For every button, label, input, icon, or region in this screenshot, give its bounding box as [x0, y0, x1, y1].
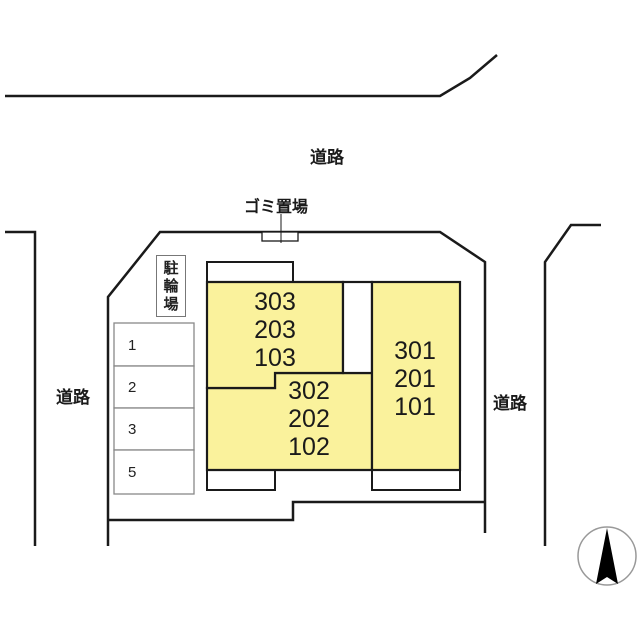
bicycle-parking-label: 駐 輪 場 [156, 255, 186, 317]
north-arrow-icon [577, 526, 637, 586]
road-edge-right [543, 223, 601, 546]
parking-space-number: 2 [128, 379, 137, 396]
site-boundary-bottom [108, 500, 485, 522]
building-c [370, 280, 462, 472]
building-a-units: 303 203 103 [245, 288, 305, 372]
balconies [206, 261, 461, 491]
unit-number: 103 [254, 344, 296, 372]
void-space [341, 280, 374, 375]
bicycle-parking-char: 輪 [163, 277, 179, 295]
bicycle-parking-char: 駐 [163, 259, 179, 277]
road-label-right: 道路 [493, 394, 527, 414]
unit-number: 102 [288, 433, 330, 461]
garbage-area [261, 231, 299, 242]
parking-space-number: 5 [128, 464, 137, 481]
unit-number: 202 [288, 405, 330, 433]
parking-space-number: 1 [128, 337, 137, 354]
unit-number: 302 [288, 377, 330, 405]
unit-number: 101 [394, 393, 436, 421]
bicycle-parking-char: 場 [163, 295, 179, 313]
road-edge-top [5, 54, 498, 98]
road-label-left: 道路 [56, 388, 90, 408]
unit-number: 203 [254, 316, 296, 344]
road-edge-left [5, 230, 37, 546]
unit-number: 301 [394, 337, 436, 365]
parking-space-number: 3 [128, 421, 137, 438]
unit-number: 201 [394, 365, 436, 393]
building-c-units: 301 201 101 [385, 337, 445, 421]
site-boundary [106, 230, 487, 546]
road-label-top: 道路 [310, 148, 344, 168]
parking-area [113, 322, 195, 495]
building-b-units: 302 202 102 [279, 377, 339, 461]
unit-number: 303 [254, 288, 296, 316]
garbage-area-label: ゴミ置場 [244, 197, 309, 216]
